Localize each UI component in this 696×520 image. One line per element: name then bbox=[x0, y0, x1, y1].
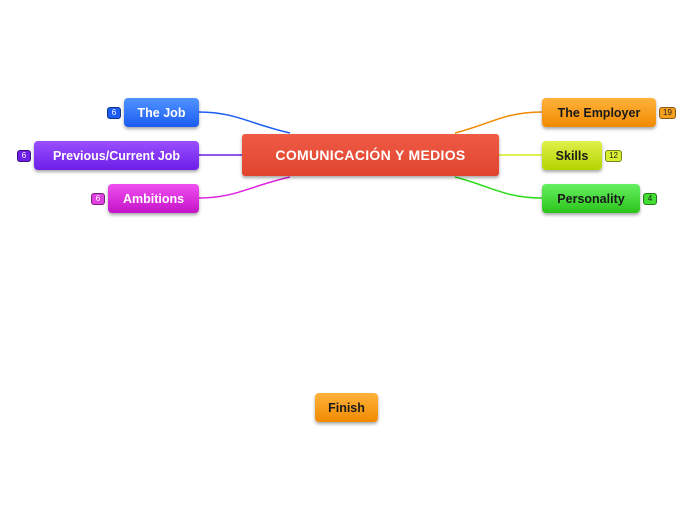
subtopic-count-badge[interactable]: 6 bbox=[107, 107, 121, 119]
topic-label: Skills bbox=[555, 148, 589, 163]
topic-label: The Job bbox=[137, 105, 186, 120]
floating-topic-finish[interactable]: Finish bbox=[315, 393, 378, 422]
topic-skills[interactable]: Skills bbox=[542, 141, 602, 170]
topic-label: Ambitions bbox=[122, 191, 185, 206]
topic-label: Previous/Current Job bbox=[52, 148, 181, 163]
link-ambitions bbox=[198, 176, 291, 199]
topic-the-employer[interactable]: The Employer bbox=[542, 98, 656, 127]
subtopic-count-badge[interactable]: 4 bbox=[643, 193, 657, 205]
subtopic-count-badge[interactable]: 6 bbox=[17, 150, 31, 162]
subtopic-count-badge[interactable]: 19 bbox=[659, 107, 676, 119]
link-the-job bbox=[198, 111, 291, 134]
topic-previous-current-job[interactable]: Previous/Current Job bbox=[34, 141, 199, 170]
link-the-employer bbox=[454, 111, 543, 134]
topic-label: Personality bbox=[557, 191, 625, 206]
subtopic-count-badge[interactable]: 12 bbox=[605, 150, 622, 162]
topic-label: Finish bbox=[328, 400, 365, 415]
central-topic-label: COMUNICACIÓN Y MEDIOS bbox=[275, 147, 466, 163]
link-personality bbox=[454, 176, 543, 199]
topic-the-job[interactable]: The Job bbox=[124, 98, 199, 127]
topic-ambitions[interactable]: Ambitions bbox=[108, 184, 199, 213]
topic-personality[interactable]: Personality bbox=[542, 184, 640, 213]
topic-label: The Employer bbox=[557, 105, 641, 120]
central-topic[interactable]: COMUNICACIÓN Y MEDIOS bbox=[242, 134, 499, 176]
subtopic-count-badge[interactable]: 6 bbox=[91, 193, 105, 205]
